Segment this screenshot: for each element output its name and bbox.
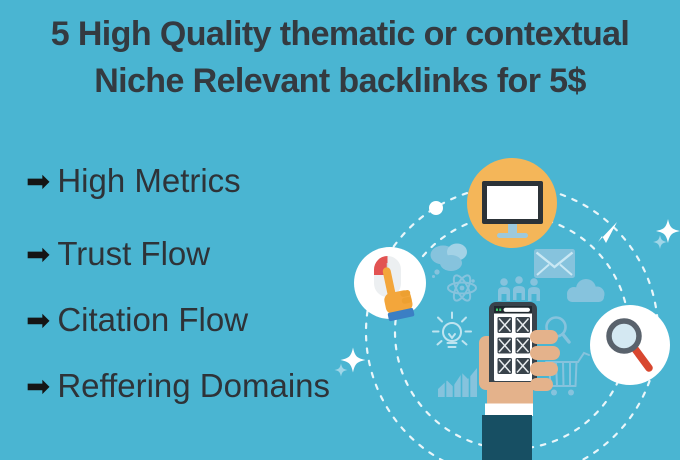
shirt-cuff bbox=[485, 403, 533, 416]
email-icon bbox=[534, 249, 575, 278]
feature-label: Reffering Domains bbox=[57, 367, 330, 404]
monitor-icon bbox=[482, 181, 543, 238]
sleeve bbox=[482, 415, 532, 460]
headline-line-2: Niche Relevant backlinks for 5$ bbox=[94, 62, 586, 100]
feature-item-reffering-domains: ➡ Reffering Domains bbox=[26, 367, 330, 405]
headline-line-1: 5 High Quality thematic or contextual bbox=[50, 15, 630, 53]
gripping-fingers bbox=[530, 330, 560, 391]
feature-label: Citation Flow bbox=[57, 301, 249, 338]
lightbulb-icon bbox=[432, 311, 472, 348]
smartphone-icon bbox=[489, 302, 537, 391]
paper-plane-icon bbox=[598, 222, 617, 243]
cloud-icon bbox=[567, 279, 605, 302]
pointer-hand-icon bbox=[382, 267, 415, 322]
sparkle-icon bbox=[334, 347, 366, 377]
arrow-bullet-icon: ➡ bbox=[26, 304, 51, 337]
feature-item-high-metrics: ➡ High Metrics bbox=[26, 162, 241, 200]
arrow-bullet-icon: ➡ bbox=[26, 238, 51, 271]
chat-bubbles-icon bbox=[430, 243, 467, 278]
feature-item-trust-flow: ➡ Trust Flow bbox=[26, 235, 210, 273]
growth-chart-icon bbox=[438, 367, 477, 397]
monitor-badge bbox=[467, 158, 557, 248]
magnifier-icon bbox=[606, 318, 653, 372]
palm-bottom bbox=[487, 382, 533, 407]
mouse-click-badge bbox=[354, 247, 426, 322]
audience-icon bbox=[498, 276, 540, 301]
search-badge bbox=[590, 305, 670, 385]
headline: 5 High Quality thematic or contextual Ni… bbox=[0, 11, 680, 105]
sparkle-icon bbox=[653, 219, 680, 249]
atom-icon bbox=[447, 274, 477, 302]
hand-holding-smartphone bbox=[479, 302, 560, 460]
arrow-bullet-icon: ➡ bbox=[26, 165, 51, 198]
marketing-illustration bbox=[334, 158, 680, 460]
feature-item-citation-flow: ➡ Citation Flow bbox=[26, 301, 248, 339]
arrow-bullet-icon: ➡ bbox=[26, 370, 51, 403]
feature-label: High Metrics bbox=[57, 162, 241, 199]
orbit-dot bbox=[429, 201, 443, 215]
feature-label: Trust Flow bbox=[57, 235, 211, 272]
